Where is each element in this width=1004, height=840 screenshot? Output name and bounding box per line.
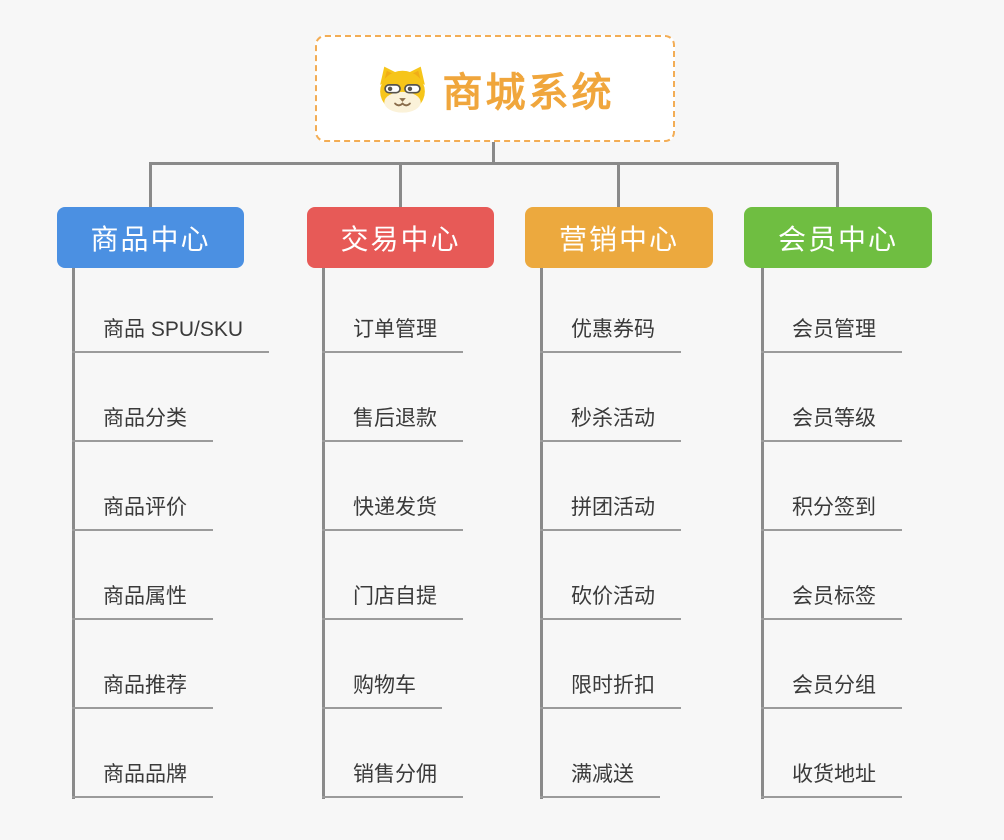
branch-node-product-center[interactable]: 商品中心 — [57, 207, 244, 268]
connector-root-stub — [492, 141, 495, 163]
leaf-item[interactable]: 会员等级 — [761, 405, 902, 442]
root-node[interactable]: 商城系统 — [315, 35, 675, 142]
leaf-column-marketing-center: 优惠券码 秒杀活动 拼团活动 砍价活动 限时折扣 满减送 — [540, 316, 681, 798]
leaf-item[interactable]: 砍价活动 — [540, 583, 681, 620]
leaf-item[interactable]: 商品品牌 — [72, 761, 213, 798]
leaf-item[interactable]: 会员分组 — [761, 672, 902, 709]
leaf-item[interactable]: 商品属性 — [72, 583, 213, 620]
connector-drop-products — [149, 162, 152, 207]
leaf-item[interactable]: 会员管理 — [761, 316, 902, 353]
branch-label: 营销中心 — [558, 223, 679, 255]
leaf-column-product-center: 商品 SPU/SKU 商品分类 商品评价 商品属性 商品推荐 商品品牌 — [72, 316, 270, 798]
connector-drop-marketing — [617, 162, 620, 207]
leaf-column-trade-center: 订单管理 售后退款 快递发货 门店自提 购物车 销售分佣 — [322, 316, 463, 798]
leaf-item[interactable]: 商品分类 — [72, 405, 213, 442]
branch-label: 交易中心 — [340, 223, 461, 255]
leaf-column-member-center: 会员管理 会员等级 积分签到 会员标签 会员分组 收货地址 — [761, 316, 902, 798]
branch-node-member-center[interactable]: 会员中心 — [744, 207, 932, 268]
branch-label: 会员中心 — [777, 223, 898, 255]
leaf-item[interactable]: 商品评价 — [72, 494, 213, 531]
connector-drop-members — [836, 162, 839, 207]
leaf-item[interactable]: 销售分佣 — [322, 761, 463, 798]
connector-trunk-marketing — [540, 268, 543, 799]
branch-node-marketing-center[interactable]: 营销中心 — [525, 207, 713, 268]
connector-trunk-members — [761, 268, 764, 799]
leaf-item[interactable]: 订单管理 — [322, 316, 463, 353]
leaf-item[interactable]: 拼团活动 — [540, 494, 681, 531]
leaf-item[interactable]: 商品 SPU/SKU — [72, 316, 270, 353]
leaf-item[interactable]: 满减送 — [540, 761, 660, 798]
connector-trunk-trade — [322, 268, 325, 799]
connector-trunk-products — [72, 268, 75, 799]
leaf-item[interactable]: 秒杀活动 — [540, 405, 681, 442]
leaf-item[interactable]: 限时折扣 — [540, 672, 681, 709]
dog-face-icon — [376, 64, 429, 114]
leaf-item[interactable]: 积分签到 — [761, 494, 902, 531]
leaf-item[interactable]: 快递发货 — [322, 494, 463, 531]
leaf-item[interactable]: 门店自提 — [322, 583, 463, 620]
connector-horizontal-bar — [149, 162, 839, 165]
leaf-item[interactable]: 购物车 — [322, 672, 442, 709]
leaf-item[interactable]: 优惠券码 — [540, 316, 681, 353]
leaf-item[interactable]: 商品推荐 — [72, 672, 213, 709]
branch-node-trade-center[interactable]: 交易中心 — [307, 207, 494, 268]
root-label: 商城系统 — [442, 70, 615, 115]
leaf-item[interactable]: 收货地址 — [761, 761, 902, 798]
leaf-item[interactable]: 会员标签 — [761, 583, 902, 620]
leaf-item[interactable]: 售后退款 — [322, 405, 463, 442]
connector-drop-trade — [399, 162, 402, 207]
branch-label: 商品中心 — [90, 223, 211, 255]
